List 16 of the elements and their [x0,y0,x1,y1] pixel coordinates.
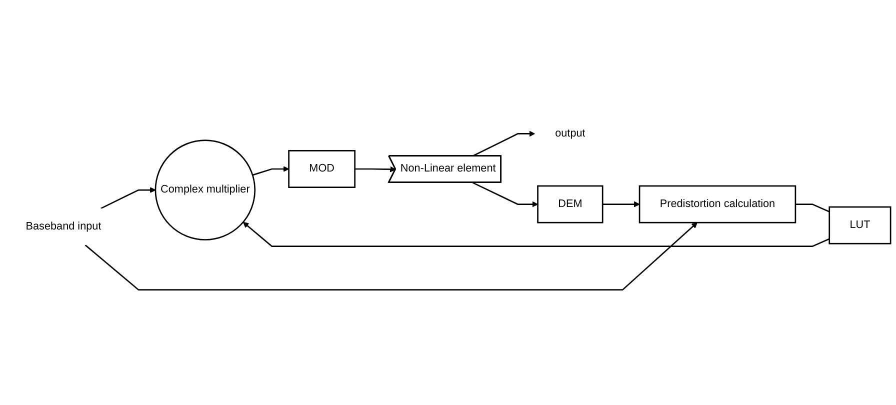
arrow [252,166,290,176]
arrow [100,186,156,209]
node-text: output [555,127,586,140]
arrow [242,222,830,247]
node-circle: Complex multiplier [154,140,256,240]
arrow [354,166,396,172]
arrow [472,130,536,157]
node-box: DEM [537,185,604,224]
node-text: Baseband input [26,220,102,232]
node-box: LUT [828,206,892,244]
arrow [602,201,640,208]
node-box: MOD [288,150,356,188]
arrow [84,222,698,290]
connector [795,203,830,212]
node-box: Predistortion calculation [638,185,796,224]
arrow [472,182,538,208]
